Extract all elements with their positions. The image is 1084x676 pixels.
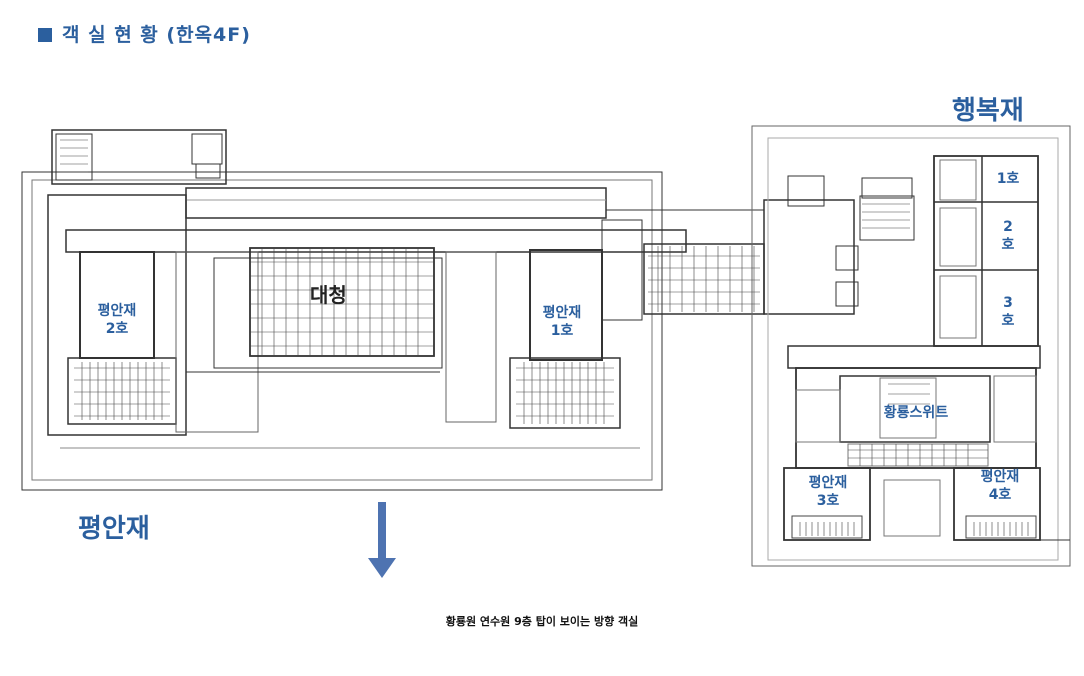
room-pyeongan-2: 평안재 2호 [97,303,137,337]
pyeongan-label: 평안재 [78,514,150,544]
page-title: 객 실 현 황 (한옥4F) [38,20,251,47]
room-pyeongan-3: 평안재 3호 [808,475,848,509]
caption-note: 황룡원 연수원 9층 탑이 보이는 방향 객실 [445,615,639,628]
stair-core [51,129,227,185]
pyeongan-site-outline [21,171,663,491]
square-bullet-icon [38,28,52,42]
haengbok-label: 행복재 [952,96,1024,126]
room-pyeongan-1: 평안재 1호 [542,305,582,339]
haengbok-site-outline [751,125,1071,567]
room-haengbok-1: 1호 [996,171,1020,187]
down-arrow-icon [368,502,396,578]
room-haengbok-3: 3 호 [1001,295,1015,329]
room-haengbok-2: 2 호 [1001,219,1015,253]
room-suite: 황룡스위트 [883,405,949,421]
daecheong-label: 대청 [310,283,347,307]
room-pyeongan-4: 평안재 4호 [980,469,1020,503]
daecheong-hall [249,247,435,357]
